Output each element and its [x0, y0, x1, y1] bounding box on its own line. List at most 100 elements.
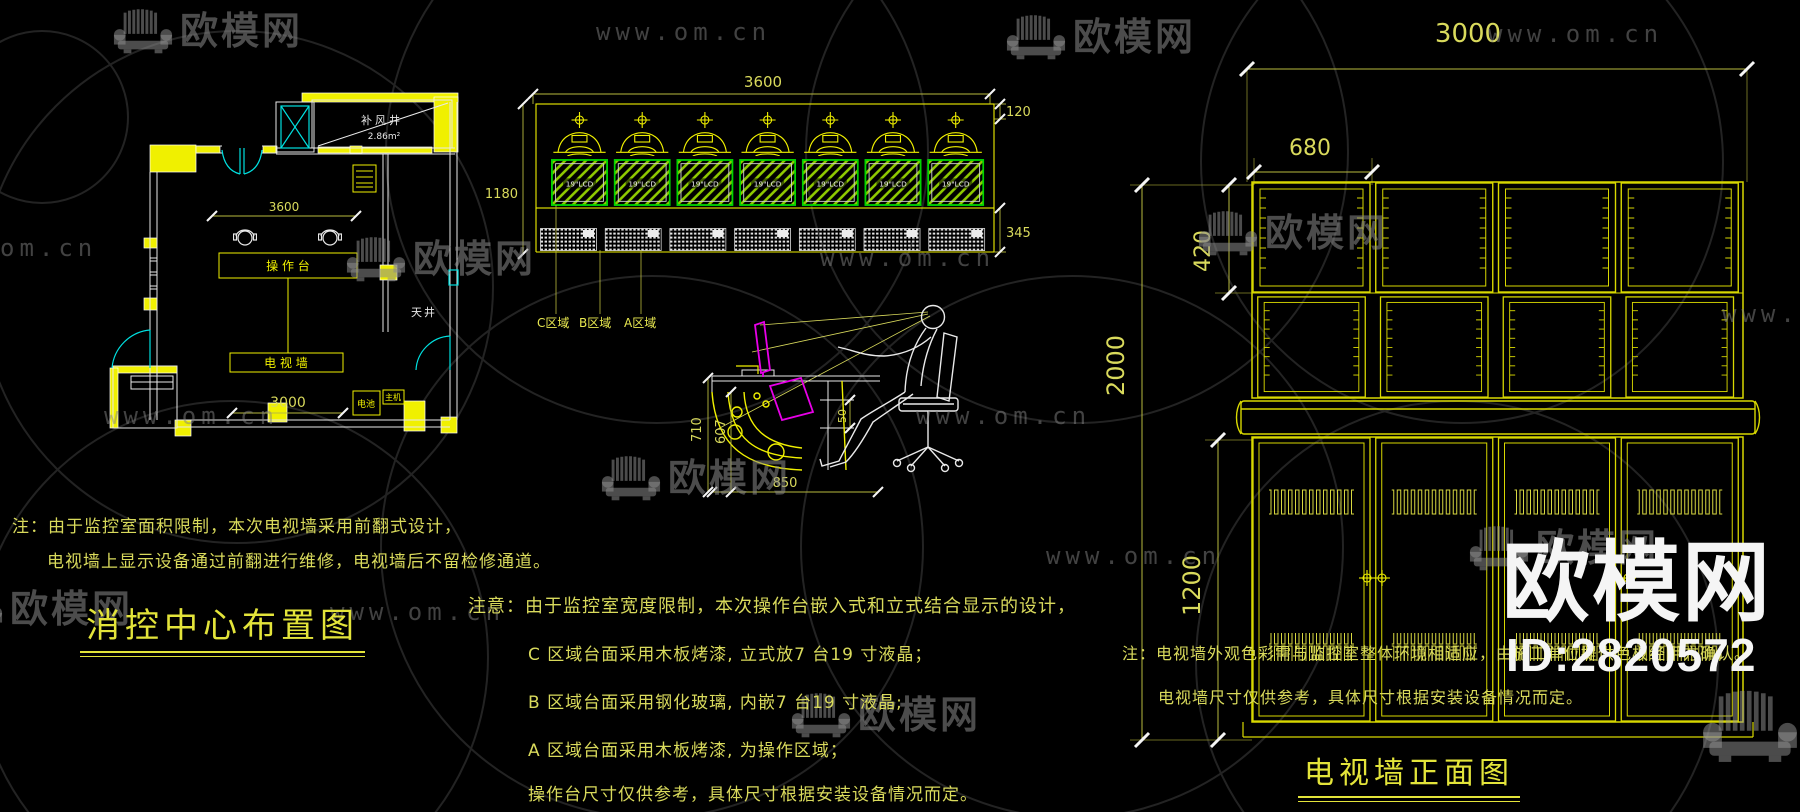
watermark-site: www.om.cn [330, 598, 506, 626]
watermark-site: www.om.cn [1046, 542, 1222, 570]
sofa-icon [791, 693, 851, 738]
watermark-site: www.om.cn [1488, 20, 1664, 48]
zone-a-label: A区域 [624, 316, 656, 330]
chair-symbol [233, 229, 257, 246]
watermark-site: www.om.cn [820, 244, 996, 272]
watermark-brand-text: 欧模网 [10, 587, 134, 631]
console-dim-120: 120 [1006, 105, 1031, 120]
air-shaft-label: 补风井 [361, 113, 403, 127]
title-underline [80, 656, 365, 657]
sofa-icon [601, 456, 661, 501]
battery-box-label: 电池 [357, 398, 375, 410]
office-chair [892, 332, 964, 473]
watermark-brand-text: 欧模网 [668, 456, 792, 500]
desk-leg [711, 380, 847, 471]
watermark-brand-text: 欧模网 [1536, 526, 1660, 570]
tvwall-title-text: 电视墙正面图 [1298, 748, 1520, 798]
tvwall-grid [1251, 181, 1744, 399]
watermark-logo-partial: 欧模网 [0, 586, 133, 632]
zone-c-label: C区域 [537, 316, 569, 330]
console-dim-ticks [517, 88, 1006, 260]
console-note-line1: 注意：由于监控室宽度限制，本次操作台嵌入式和立式结合显示的设计， [468, 596, 1076, 617]
tvwall-dim-2000: 2000 [1102, 335, 1130, 396]
console-box-label: 操 作 台 [266, 258, 310, 273]
tvwall-note-line1: 注：电视墙外观色彩需与监控室整体环境相适应，由施工单位提供色板经甲方确认。 [1122, 644, 1752, 663]
watermark-site: www.om.cn [916, 402, 1092, 430]
watermark-logo: 欧模网 [112, 8, 303, 54]
sight-lines [715, 311, 931, 431]
tvwall-extensions [1130, 69, 1748, 741]
sideview-dim-607: 607 [714, 419, 729, 444]
door-handle [1373, 569, 1391, 587]
operator-side-view: 710 607 850 50 [690, 304, 964, 498]
console-monitors [551, 158, 985, 207]
tvwall-cabinets [1242, 436, 1754, 738]
watermark-site-partial: www. [1722, 300, 1800, 328]
zone-leaders [555, 205, 642, 314]
tvwall-countertop [1235, 400, 1761, 435]
host-box-label: 主机 [385, 392, 401, 402]
tvwall-dim-lines [1141, 68, 1747, 740]
console-dim-1180: 1180 [485, 187, 518, 202]
door-handle [1358, 569, 1376, 587]
plan-walls-white [112, 99, 458, 429]
watermark-logo: 欧模网 [1197, 210, 1388, 256]
tvwall-note-line2: 电视墙尺寸仅供参考，具体尺寸根据安装设备情况而定。 [1158, 688, 1584, 707]
plan-dim-3600: 3600 [269, 200, 300, 214]
tvwall-dim-ticks [1133, 60, 1756, 749]
sideview-dim-710: 710 [690, 417, 705, 442]
sideview-dim-50: 50 [836, 409, 849, 423]
watermark-logo: 欧模网 [1468, 525, 1659, 571]
plan-dim-lines [212, 215, 356, 414]
sideview-dim-850: 850 [773, 476, 798, 491]
sofa-icon [1006, 15, 1066, 60]
tvwall-dim-3000: 3000 [1435, 19, 1501, 49]
tvwall-base [1242, 722, 1754, 738]
console-dim-lines [522, 93, 1006, 254]
sofa-icon [113, 9, 173, 54]
watermark-logo: 欧模网 [345, 236, 536, 282]
console-dim-3600: 3600 [744, 73, 782, 91]
person-figure [819, 304, 946, 468]
console-outline [535, 103, 995, 253]
sofa-icon [1469, 526, 1529, 571]
watermark-brand-text: 欧模网 [858, 693, 982, 737]
tv-wall-elevation: 3000 680 420 2000 1200 [1102, 19, 1761, 749]
site-id-label: ID:2820572 [1506, 629, 1757, 681]
watermark-brand-text: 欧模网 [180, 9, 304, 53]
console-note-line2: C 区域台面采用木板烤漆, 立式放7 台19 寸液晶； [528, 645, 933, 665]
console-note-line4: A 区域台面采用木板烤漆, 为操作区域； [528, 741, 848, 761]
floor-plan: 补风井 2.86m² 天井 操 作 台 电 视 墙 电池 主机 [109, 92, 459, 437]
tvwall-dim-680: 680 [1289, 136, 1331, 161]
tv-wall-box-label: 电 视 墙 [264, 355, 308, 370]
plan-doors-cyan [111, 105, 459, 371]
watermark-site: www.om.cn [596, 18, 772, 46]
sofa-icon [0, 608, 3, 623]
patio-label: 天井 [411, 305, 437, 319]
zone-b-label: B区域 [579, 316, 611, 330]
chair-symbol [318, 229, 342, 246]
plan-dim-3000: 3000 [270, 395, 306, 411]
sideview-dim-ticks [702, 372, 884, 498]
watermark-logo: 欧模网 [600, 455, 791, 501]
floorplan-title: 消控中心布置图 [80, 598, 365, 657]
watermark-brand-text: 欧模网 [1265, 211, 1389, 255]
title-underline [1298, 801, 1520, 802]
sofa-icon-large [1703, 690, 1797, 762]
sofa-icon [1198, 211, 1258, 256]
sideview-dim-lines [707, 378, 878, 493]
floorplan-title-text: 消控中心布置图 [80, 598, 365, 653]
watermark-brand-text: 欧模网 [413, 237, 537, 281]
watermark-site: www.om.cn [104, 402, 280, 430]
site-logo-large: 欧模网 [1502, 531, 1773, 634]
watermark-logo: 欧模网 [790, 692, 981, 738]
floorplan-note-line2: 电视墙上显示设备通过前翻进行维修，电视墙后不留检修通道。 [47, 552, 551, 572]
monitor-bracket [736, 365, 759, 374]
plan-equipment-box [352, 164, 377, 193]
console-chairbacks [552, 111, 983, 156]
console-elevation: 3600 120 345 1180 C区域 B区域 A区域 [485, 73, 1031, 330]
console-note-line3: B 区域台面采用钢化玻璃, 内嵌7 台19 寸液晶; [528, 693, 903, 713]
console-dim-345: 345 [1006, 226, 1031, 241]
